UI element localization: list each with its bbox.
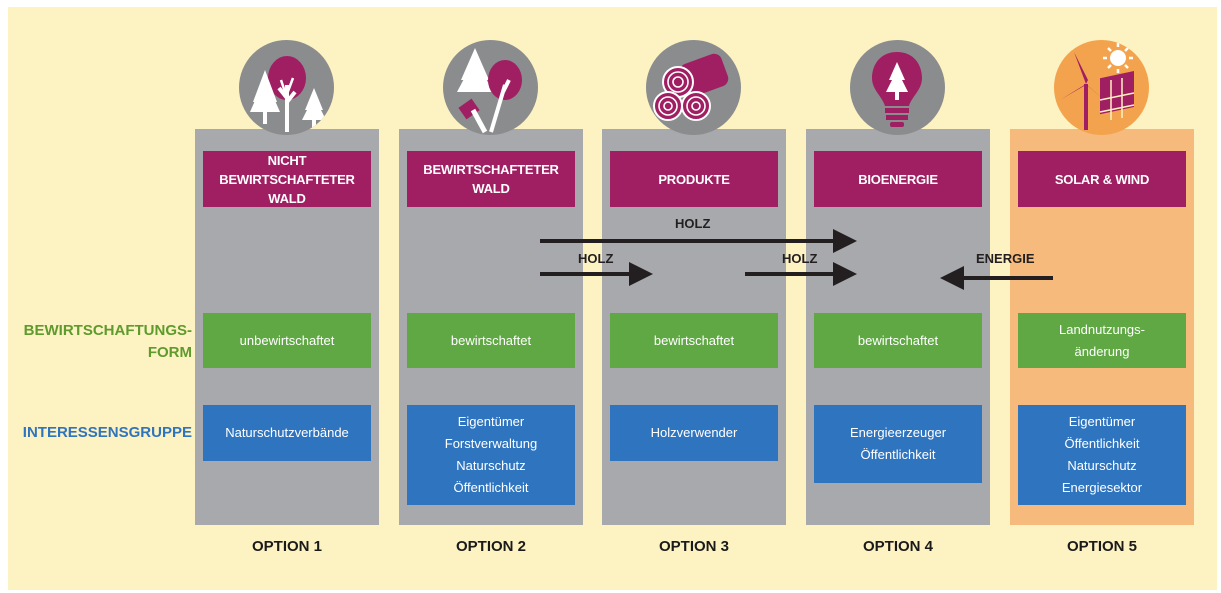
option-1-stakeholders: Naturschutzverbände [203,405,371,461]
management-row-label-line2: FORM [147,344,192,361]
option-5-label: OPTION 5 [1066,538,1137,555]
option-4-label: OPTION 4 [862,538,933,555]
option-1-label: OPTION 1 [251,538,322,555]
option-1-management: unbewirtschaftet [203,313,371,368]
option-4-management: bewirtschaftet [814,313,982,368]
axe-tree-icon [443,40,538,135]
option-2-header: BEWIRTSCHAFTETER WALD [407,151,575,207]
option-3-stakeholders: Holzverwender [610,405,778,461]
option-4-header: BIOENERGIE [814,151,982,207]
option-2-management: bewirtschaftet [407,313,575,368]
option-2-label: OPTION 2 [455,538,526,555]
holz-left-label: HOLZ [578,251,614,266]
option-3-label: OPTION 3 [658,538,729,555]
option-3-header: PRODUKTE [610,151,778,207]
management-row-label-line1: BEWIRTSCHAFTUNGS- [23,322,192,339]
option-5-stakeholders: Eigentümer Öffentlichkeit Naturschutz En… [1018,405,1186,505]
energie-label: ENERGIE [976,251,1035,266]
holz-top-label: HOLZ [675,216,711,231]
option-4-stakeholders: Energieerzeuger Öffentlichkeit [814,405,982,483]
stakeholder-row-label: INTERESSENSGRUPPE [22,424,192,441]
option-1-header: NICHT BEWIRTSCHAFTETER WALD [203,151,371,207]
management-row-label: BEWIRTSCHAFTUNGS- FORM [20,320,192,364]
holz-mid-label: HOLZ [782,251,818,266]
lightbulb-tree-icon [850,40,945,135]
option-5-header: SOLAR & WIND [1018,151,1186,207]
forest-icon [239,40,334,135]
option-5-management: Landnutzungs- änderung [1018,313,1186,368]
logs-icon [646,40,741,135]
option-3-management: bewirtschaftet [610,313,778,368]
option-2-stakeholders: Eigentümer Forstverwaltung Naturschutz Ö… [407,405,575,505]
wind-solar-icon [1054,40,1149,135]
